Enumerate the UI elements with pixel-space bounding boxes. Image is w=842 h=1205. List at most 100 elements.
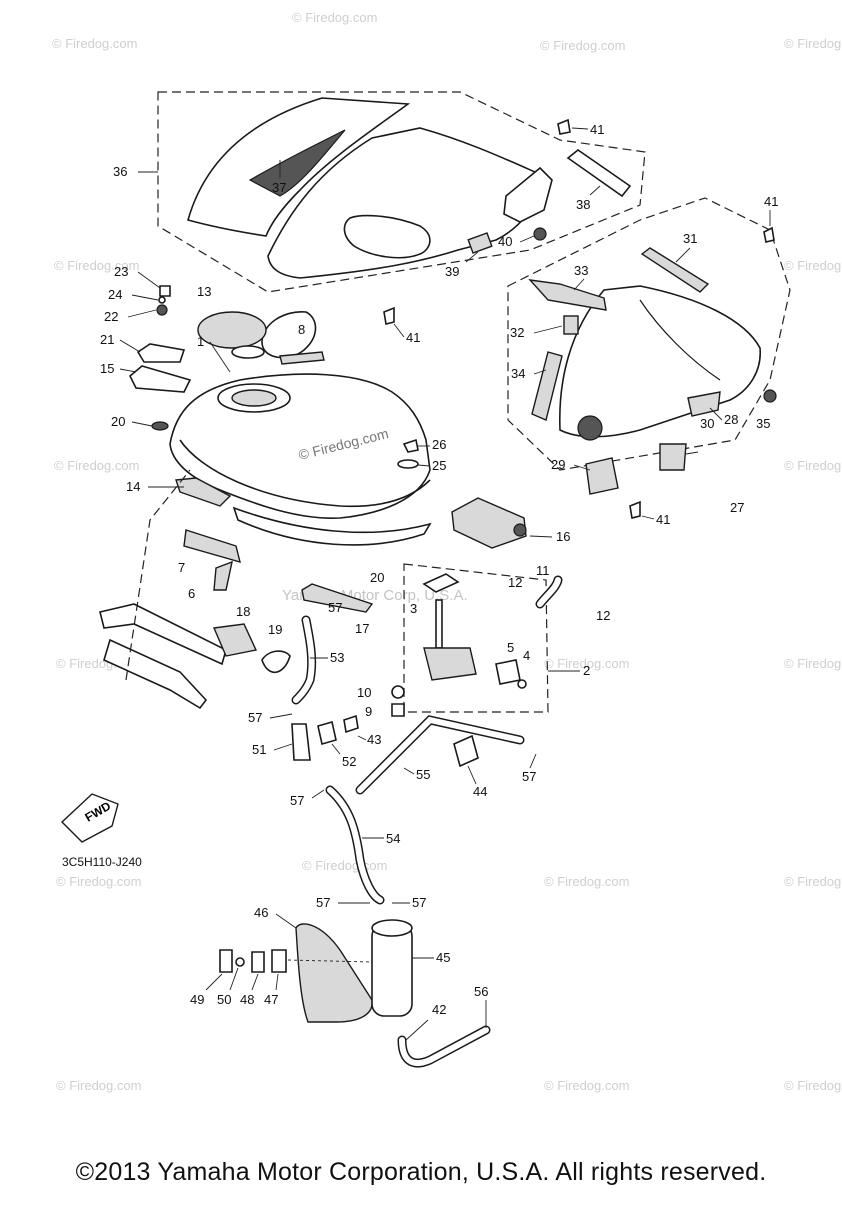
frame-lower [103, 638, 208, 710]
callout: 39 [445, 264, 459, 279]
fuel-cap-13 [261, 311, 317, 359]
canister-top [371, 919, 413, 937]
damper-16 [451, 497, 527, 549]
pad-29 [585, 457, 619, 495]
callout: 17 [355, 621, 369, 636]
callout: 5 [507, 640, 514, 655]
tank-rim [179, 439, 431, 508]
watermark: © Firedog.com [52, 36, 137, 51]
callout: 57 [248, 710, 262, 725]
washer-50 [235, 957, 245, 967]
callout: 57 [290, 793, 304, 808]
copyright-notice: ©2013 Yamaha Motor Corporation, U.S.A. A… [75, 1158, 767, 1186]
watermark: © Firedog.com [54, 258, 139, 273]
clamp-43 [343, 714, 359, 734]
frame-guide [125, 469, 191, 681]
callout: 7 [178, 560, 185, 575]
bolt-23 [159, 285, 171, 297]
damper-47 [271, 949, 287, 973]
callout: 18 [236, 604, 250, 619]
strip-33 [528, 279, 607, 311]
callout: 57 [522, 769, 536, 784]
damper-20a [151, 421, 169, 431]
pad-30 [659, 443, 687, 471]
callout: 30 [700, 416, 714, 431]
callout: 55 [416, 767, 430, 782]
joint-51 [291, 723, 311, 761]
callout: 43 [367, 732, 381, 747]
callout: 40 [498, 234, 512, 249]
callout: 32 [510, 325, 524, 340]
callout: 8 [298, 322, 305, 337]
screw-41c [763, 226, 775, 243]
callout: 22 [104, 309, 118, 324]
side-cover-group-outline [507, 197, 791, 471]
fwd-arrow: FWD [60, 793, 119, 843]
callout: 14 [126, 479, 140, 494]
callout: 51 [252, 742, 266, 757]
pad-7 [183, 529, 241, 564]
screw-41d [629, 500, 641, 519]
callout: 34 [511, 366, 525, 381]
washer-24 [158, 296, 166, 304]
callout: 19 [268, 622, 282, 637]
fuel-cap-top [197, 311, 267, 349]
watermark: © Firedog.com [54, 458, 139, 473]
callout: 44 [473, 784, 487, 799]
callout: 10 [357, 685, 371, 700]
holder-44 [453, 734, 479, 768]
callout: 35 [756, 416, 770, 431]
callouts: 1 2 3 4 5 6 7 8 9 10 11 12 12 13 14 15 1… [100, 122, 778, 1041]
frame-rail [99, 603, 227, 666]
diagram-code: 3C5H110-J240 [62, 855, 142, 869]
callout: 41 [656, 512, 670, 527]
clamp-52 [317, 720, 337, 746]
callout: 12 [508, 575, 522, 590]
callout: 57 [328, 600, 342, 615]
callout: 21 [100, 332, 114, 347]
strip-34 [531, 351, 563, 421]
collar-48 [251, 951, 265, 973]
callout: 52 [342, 754, 356, 769]
cover-line [639, 299, 721, 381]
fuel-cock-body [423, 647, 477, 681]
watermark: © Firedog.com [784, 874, 842, 889]
callout: 46 [254, 905, 268, 920]
clamp-19 [261, 650, 291, 674]
callout: 28 [724, 412, 738, 427]
callout: 33 [574, 263, 588, 278]
label-8 [279, 351, 325, 365]
callout: 12 [596, 608, 610, 623]
cover-emblem [577, 415, 603, 441]
callout: 41 [764, 194, 778, 209]
callout: 54 [386, 831, 400, 846]
callout: 20 [370, 570, 384, 585]
hose-55 [355, 715, 525, 795]
callout: 20 [111, 414, 125, 429]
callout: 48 [240, 992, 254, 1007]
gasket-3 [422, 573, 460, 593]
watermark: © Firedog.com [544, 1078, 629, 1093]
callout: 45 [436, 950, 450, 965]
callout: 11 [536, 563, 550, 578]
callout: 23 [114, 264, 128, 279]
strip-38 [566, 149, 632, 198]
callout: 4 [523, 648, 530, 663]
fuel-cock-pipe [435, 599, 443, 649]
bracket-17 [301, 583, 374, 613]
callout: 31 [683, 231, 697, 246]
callout: 6 [188, 586, 195, 601]
washer-22 [156, 304, 168, 316]
callout: 27 [730, 500, 744, 515]
canister-45 [371, 923, 413, 1017]
cover-group-outline [157, 91, 646, 293]
callout: 37 [272, 180, 286, 195]
callout: 53 [330, 650, 344, 665]
watermark: © Firedog.com [56, 874, 141, 889]
bracket-46 [295, 923, 373, 1023]
callout: 38 [576, 197, 590, 212]
screw-4 [517, 679, 527, 689]
callout: 26 [432, 437, 446, 452]
callout: 47 [264, 992, 278, 1007]
callout: 3 [410, 601, 417, 616]
